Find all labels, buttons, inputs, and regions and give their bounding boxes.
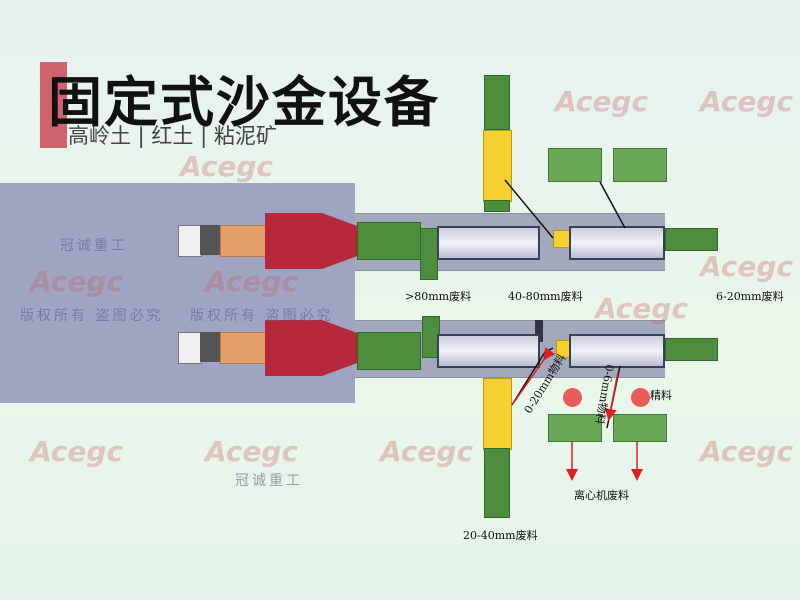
watermark-logo: Acegc [205, 265, 299, 298]
truck-bed [220, 332, 272, 364]
pipe-line [504, 179, 554, 239]
label-concentrate: 精料 [650, 389, 672, 402]
feeder-conveyor [357, 332, 421, 370]
truck-engine [200, 332, 220, 362]
concentrate-marker [631, 388, 650, 407]
pipe-line [599, 181, 626, 229]
output-conveyor [665, 338, 718, 361]
page-title: 固定式沙金设备 [48, 71, 440, 134]
truck-cab [178, 225, 202, 257]
watermark-logo: Acegc [180, 150, 274, 183]
watermark-company: 冠诚重工 [60, 238, 128, 254]
watermark-logo: Acegc [700, 85, 794, 118]
vertical-conveyor [484, 200, 510, 212]
centrifuge [548, 414, 602, 442]
trommel-screen [569, 226, 665, 260]
centrifuge [613, 148, 667, 182]
watermark-logo: Acegc [30, 435, 124, 468]
centrifuge [613, 414, 667, 442]
flow-arrow [604, 371, 619, 421]
concentrate-marker [563, 388, 582, 407]
label-20-40mm-waste: 20-40mm废料 [463, 529, 538, 542]
trommel-screen [569, 334, 665, 368]
vibrating-screen [483, 130, 512, 202]
title-accent-bar [40, 62, 67, 148]
vertical-conveyor [484, 75, 510, 130]
feed-hopper [265, 213, 360, 269]
label-6-20mm-waste: 6-20mm废料 [716, 290, 784, 303]
trommel-screen [437, 334, 540, 368]
watermark-logo: Acegc [700, 250, 794, 283]
watermark-logo: Acegc [380, 435, 474, 468]
trommel-screen [437, 226, 540, 260]
label-over-80mm-waste: >80mm废料 [405, 290, 472, 303]
truck-engine [200, 225, 220, 255]
feed-hopper [265, 320, 360, 376]
label-centrifuge-waste: 离心机废料 [574, 489, 629, 502]
chute-post [535, 320, 543, 342]
watermark-logo: Acegc [700, 435, 794, 468]
watermark-copyright: 版权所有 盗图必究 [190, 308, 334, 324]
output-conveyor [665, 228, 718, 251]
watermark-company: 冠诚重工 [235, 473, 303, 489]
watermark-logo: Acegc [555, 85, 649, 118]
truck-bed [220, 225, 272, 257]
watermark-copyright: 版权所有 盗图必究 [20, 308, 164, 324]
page-subtitle: 高岭土 | 红土 | 粘泥矿 [68, 124, 277, 148]
watermark-logo: Acegc [595, 292, 689, 325]
watermark-logo: Acegc [205, 435, 299, 468]
feeder-conveyor [357, 222, 421, 260]
label-40-80mm-waste: 40-80mm废料 [508, 290, 583, 303]
centrifuge [548, 148, 602, 182]
watermark-logo: Acegc [30, 265, 124, 298]
vertical-conveyor [484, 448, 510, 518]
flow-arrow [511, 347, 556, 406]
